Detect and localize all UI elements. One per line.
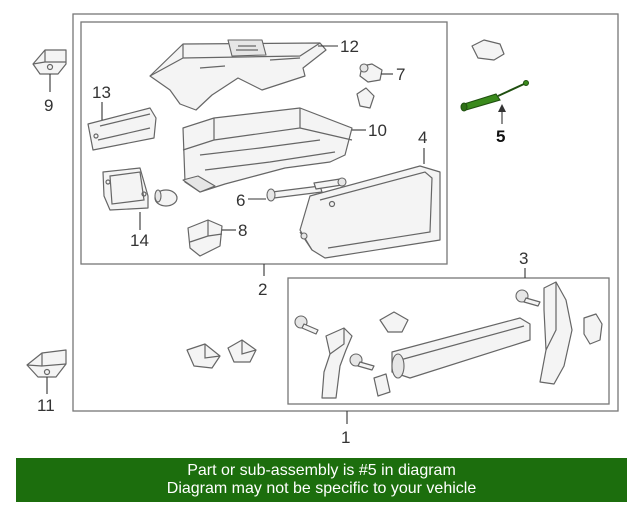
callout-12: 12 bbox=[340, 37, 359, 56]
callout-11: 11 bbox=[37, 396, 55, 415]
banner-line-1: Part or sub-assembly is #5 in diagram bbox=[187, 462, 456, 479]
part-14-latch bbox=[102, 167, 149, 211]
part-9-bracket bbox=[32, 49, 67, 75]
part-5-damper-rod bbox=[460, 80, 529, 112]
callout-3: 3 bbox=[519, 249, 528, 268]
callout-7: 7 bbox=[396, 65, 405, 84]
part-clip-top-right bbox=[471, 39, 505, 61]
assembly-frame bbox=[72, 13, 619, 412]
arrow-5 bbox=[498, 104, 506, 112]
callout-5: 5 bbox=[496, 127, 505, 146]
banner-line-2: Diagram may not be specific to your vehi… bbox=[166, 480, 477, 497]
part-4-door bbox=[299, 165, 441, 259]
subassembly-box-3 bbox=[287, 277, 610, 405]
callout-13: 13 bbox=[92, 83, 111, 102]
part-bracket-lower-b bbox=[227, 339, 257, 363]
part-bracket-lower-a bbox=[186, 343, 221, 369]
part-12-upper-tray bbox=[149, 39, 327, 111]
callout-10: 10 bbox=[368, 121, 387, 140]
callout-14: 14 bbox=[130, 231, 149, 250]
callout-9: 9 bbox=[44, 96, 53, 115]
part-8-damper bbox=[187, 219, 223, 257]
part-13-panel bbox=[87, 107, 157, 151]
callout-8: 8 bbox=[238, 221, 247, 240]
part-clip-small bbox=[356, 87, 375, 109]
part-11-bracket bbox=[26, 349, 67, 378]
part-7-clip bbox=[359, 63, 383, 83]
part-clip-round bbox=[154, 189, 178, 207]
part-10-housing bbox=[182, 107, 353, 193]
callout-1: 1 bbox=[341, 428, 350, 447]
callout-2: 2 bbox=[258, 280, 267, 299]
part-3-assembly bbox=[294, 281, 603, 399]
part-6-pins bbox=[266, 177, 347, 202]
callout-6: 6 bbox=[236, 191, 245, 210]
info-banner: Part or sub-assembly is #5 in diagram Di… bbox=[16, 458, 627, 502]
callout-4: 4 bbox=[418, 128, 427, 147]
